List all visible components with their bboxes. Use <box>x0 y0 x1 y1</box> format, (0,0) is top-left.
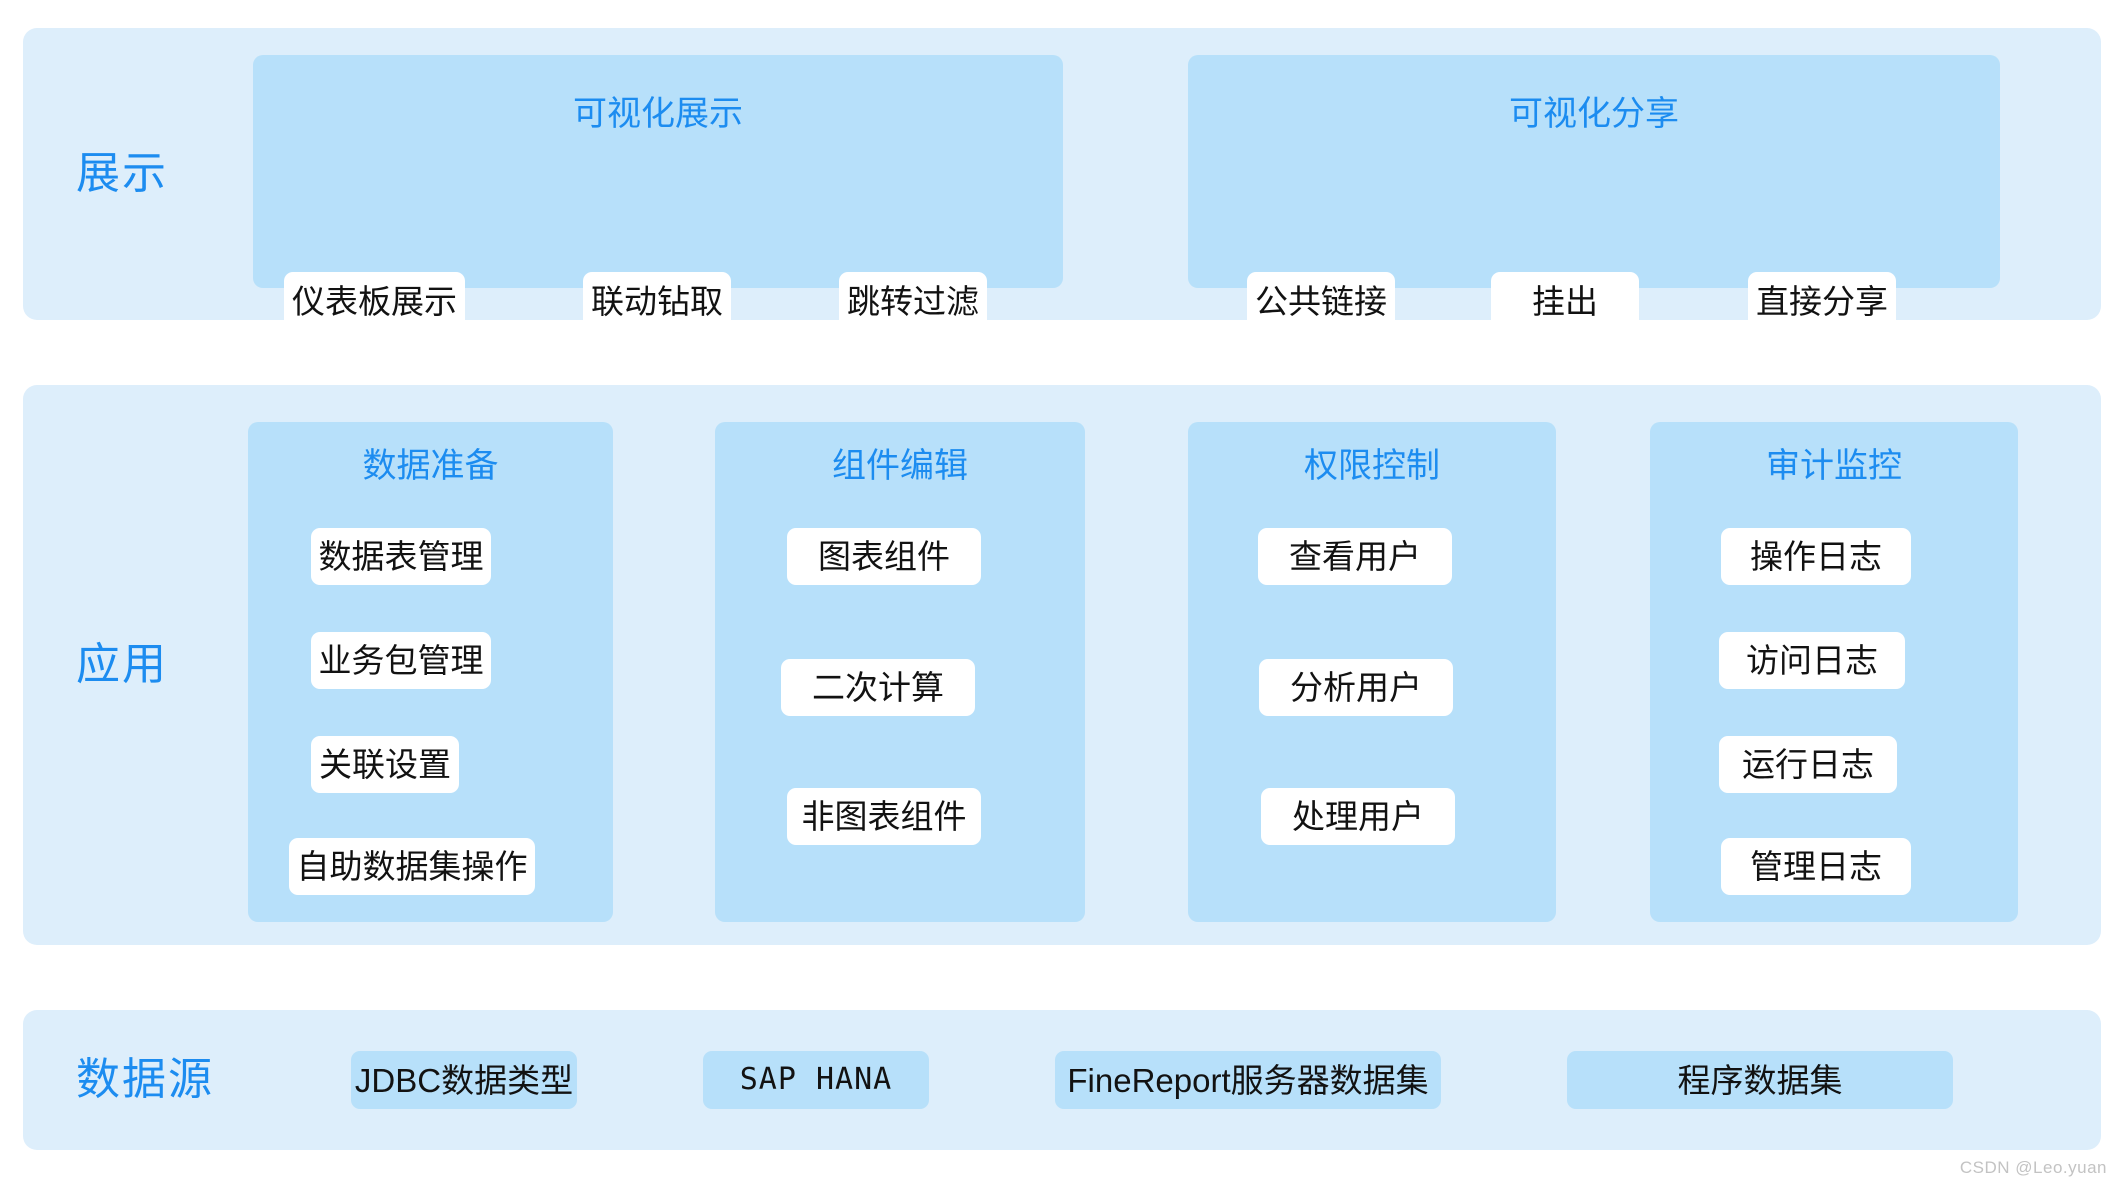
group-title-visual-share: 可视化分享 <box>1509 95 1679 133</box>
pill-access-log[interactable]: 访问日志 <box>1719 632 1905 689</box>
pill-hang-out[interactable]: 挂出 <box>1491 272 1639 331</box>
pill-jump-filter[interactable]: 跳转过滤 <box>839 272 987 331</box>
group-title-component-editing: 组件编辑 <box>832 447 968 485</box>
chip-sap-hana[interactable]: SAP HANA <box>703 1051 929 1109</box>
chip-finereport-server-dataset[interactable]: FineReport服务器数据集 <box>1055 1051 1441 1109</box>
pill-business-package-management[interactable]: 业务包管理 <box>311 632 491 689</box>
watermark: CSDN @Leo.yuan <box>1959 1158 2107 1177</box>
group-title-permission-control: 权限控制 <box>1304 447 1440 485</box>
pill-view-user[interactable]: 查看用户 <box>1258 528 1452 585</box>
row-label-data-source: 数据源 <box>76 1055 214 1104</box>
group-title-data-preparation: 数据准备 <box>362 447 499 485</box>
pill-self-service-dataset-operation[interactable]: 自助数据集操作 <box>289 838 535 895</box>
chip-jdbc-data-type[interactable]: JDBC数据类型 <box>351 1051 577 1109</box>
row-label-application: 应用 <box>76 640 168 689</box>
pill-relation-settings[interactable]: 关联设置 <box>311 736 459 793</box>
pill-management-log[interactable]: 管理日志 <box>1721 838 1911 895</box>
pill-non-chart-component[interactable]: 非图表组件 <box>787 788 981 845</box>
group-title-visual-display: 可视化展示 <box>573 95 743 133</box>
pill-direct-share[interactable]: 直接分享 <box>1748 272 1896 331</box>
pill-secondary-calculation[interactable]: 二次计算 <box>781 659 975 716</box>
group-visual-display: 可视化展示 <box>253 55 1063 288</box>
pill-dashboard-display[interactable]: 仪表板展示 <box>284 272 465 331</box>
chip-program-dataset[interactable]: 程序数据集 <box>1567 1051 1953 1109</box>
pill-linkage-drilldown[interactable]: 联动钻取 <box>583 272 731 331</box>
pill-operation-log[interactable]: 操作日志 <box>1721 528 1911 585</box>
pill-chart-component[interactable]: 图表组件 <box>787 528 981 585</box>
pill-table-management[interactable]: 数据表管理 <box>311 528 491 585</box>
pill-running-log[interactable]: 运行日志 <box>1719 736 1897 793</box>
pill-public-link[interactable]: 公共链接 <box>1247 272 1395 331</box>
pill-process-user[interactable]: 处理用户 <box>1261 788 1455 845</box>
pill-analysis-user[interactable]: 分析用户 <box>1259 659 1453 716</box>
group-title-audit-monitoring: 审计监控 <box>1766 447 1902 485</box>
row-label-display: 展示 <box>76 149 168 198</box>
group-visual-share: 可视化分享 <box>1188 55 2000 288</box>
